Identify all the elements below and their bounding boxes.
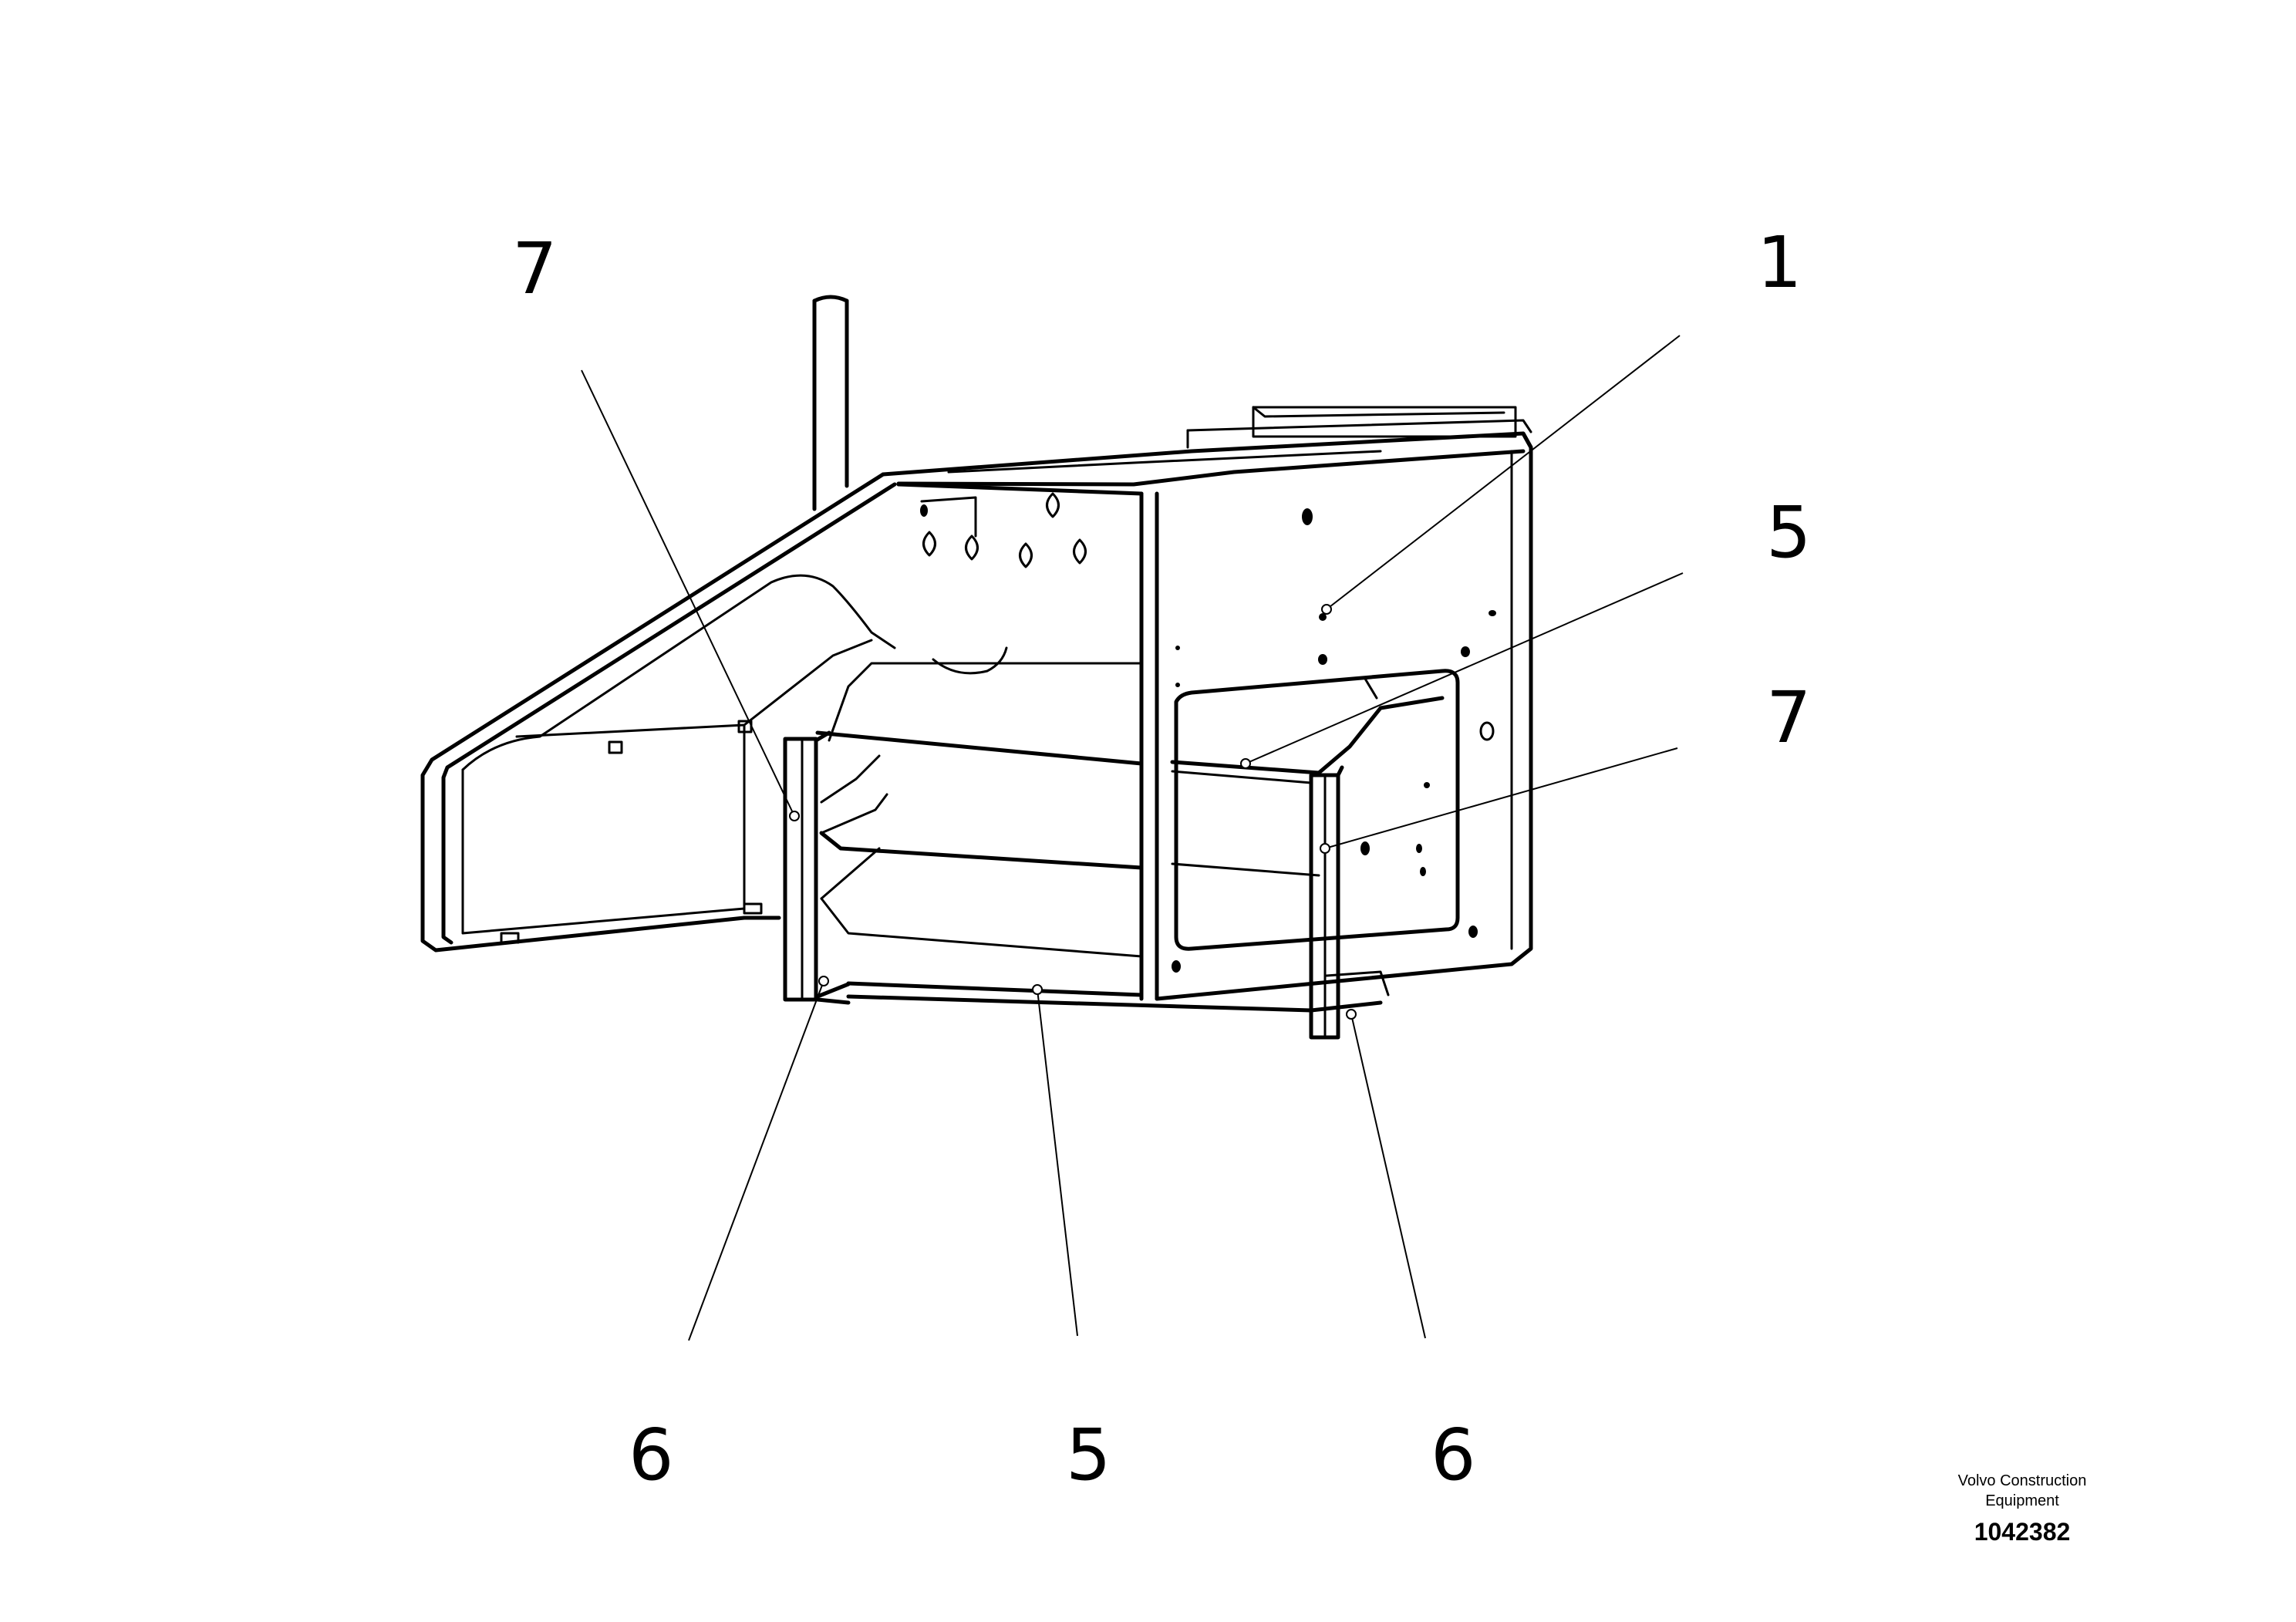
leader-lines xyxy=(581,335,1684,1341)
vertical-post xyxy=(812,295,849,511)
housing-assembly-drawing xyxy=(420,295,1533,1040)
callout-5-right: 5 xyxy=(1766,491,1812,574)
leader-5-right xyxy=(1245,572,1684,764)
callout-7-right: 7 xyxy=(1766,676,1812,759)
footer-block: Volvo Construction Equipment 1042382 xyxy=(1958,1472,2087,1546)
right-vertical-channel xyxy=(1309,765,1344,1040)
leader-1 xyxy=(1326,335,1681,610)
leader-7-right xyxy=(1324,747,1678,849)
mounting-holes xyxy=(920,492,1496,973)
left-vertical-channel xyxy=(783,730,831,1002)
leader-5-bottom xyxy=(1037,989,1078,1337)
callout-6-left: 6 xyxy=(629,1414,674,1496)
callout-labels: 7 1 5 7 6 5 6 xyxy=(512,221,1812,1496)
callout-1: 1 xyxy=(1757,221,1802,304)
footer-company-line1: Volvo Construction xyxy=(1958,1472,2087,1489)
bottom-cross-member xyxy=(815,982,1313,1031)
footer-company-line2: Equipment xyxy=(1985,1492,2059,1509)
leader-7-top-left xyxy=(581,369,795,817)
main-housing-box xyxy=(846,406,1533,1013)
leader-6-left xyxy=(688,980,824,1341)
left-slanted-cover xyxy=(420,472,897,953)
inner-shelves xyxy=(815,646,1445,958)
callout-7-top-left: 7 xyxy=(512,228,558,310)
callout-5-bottom: 5 xyxy=(1066,1414,1111,1496)
leader-6-right xyxy=(1350,1013,1426,1339)
drawing-number: 1042382 xyxy=(1974,1518,2071,1546)
callout-6-right: 6 xyxy=(1431,1414,1476,1496)
